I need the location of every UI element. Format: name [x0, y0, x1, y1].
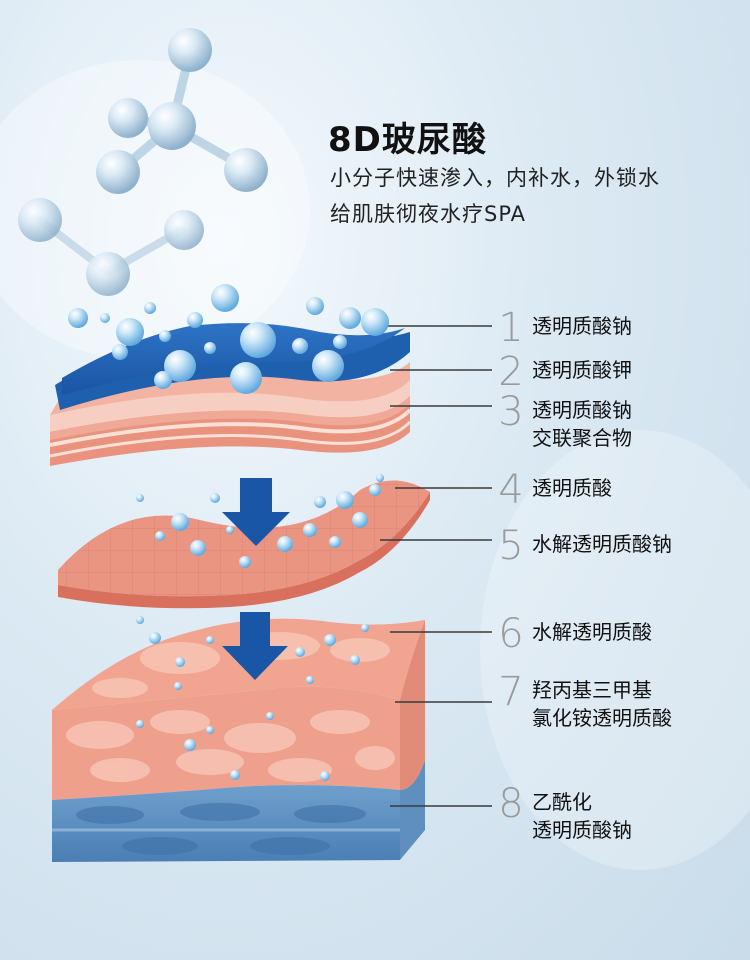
layer-label-7: 7 羟丙基三甲基 氯化铵透明质酸	[496, 672, 672, 732]
layer-name: 透明质酸钾	[532, 358, 632, 382]
layer-number: 7	[498, 669, 524, 715]
down-arrow-icon	[222, 478, 290, 546]
layer-label-3: 3 透明质酸钠 交联聚合物	[496, 392, 632, 452]
layer-name: 羟丙基三甲基	[532, 678, 652, 702]
subtitle-line-1: 小分子快速渗入，内补水，外锁水	[330, 166, 660, 190]
layer-name: 水解透明质酸	[532, 620, 652, 644]
water-droplet-icon	[68, 284, 389, 781]
leader-lines	[380, 325, 492, 807]
subtitle-line-2: 给肌肤彻夜水疗SPA	[330, 202, 527, 226]
molecule-icon-small	[18, 198, 204, 296]
layer-name: 透明质酸钠	[532, 398, 632, 422]
layer-number: 1	[498, 305, 524, 351]
layer-number: 4	[498, 467, 524, 513]
layer-number: 8	[498, 781, 524, 827]
layer-number: 3	[498, 389, 524, 435]
molecule-icon	[96, 28, 268, 194]
layer-3-crosslinked-sheet	[49, 380, 412, 466]
layer-name-line-2: 透明质酸钠	[532, 818, 632, 842]
down-arrow-icon-2	[222, 612, 288, 680]
background-glow	[0, 60, 310, 360]
layer-name: 透明质酸	[532, 476, 612, 500]
layer-label-2: 2 透明质酸钾	[496, 352, 632, 392]
background-glow-right	[480, 430, 750, 870]
layer-2-sheet	[50, 362, 410, 415]
layer-label-5: 5 水解透明质酸钠	[496, 526, 672, 566]
layer-label-6: 6 水解透明质酸	[496, 614, 652, 654]
layer-name-line-2: 氯化铵透明质酸	[532, 706, 672, 730]
layer-5-grid-sheet	[58, 480, 430, 609]
skin-block	[52, 618, 425, 862]
layer-number: 2	[498, 349, 524, 395]
layer-label-8: 8 乙酰化 透明质酸钠	[496, 784, 632, 844]
layer-label-1: 1 透明质酸钠	[496, 308, 632, 348]
page-title: 8D玻尿酸	[328, 120, 487, 160]
layer-1-blue-sheet	[55, 323, 410, 410]
layer-name: 水解透明质酸钠	[532, 532, 672, 556]
layer-number: 5	[498, 523, 524, 569]
layer-number: 6	[498, 611, 524, 657]
layer-label-4: 4 透明质酸	[496, 470, 612, 510]
layer-name: 透明质酸钠	[532, 314, 632, 338]
layer-name-line-2: 交联聚合物	[532, 426, 632, 450]
layer-name: 乙酰化	[532, 790, 592, 814]
